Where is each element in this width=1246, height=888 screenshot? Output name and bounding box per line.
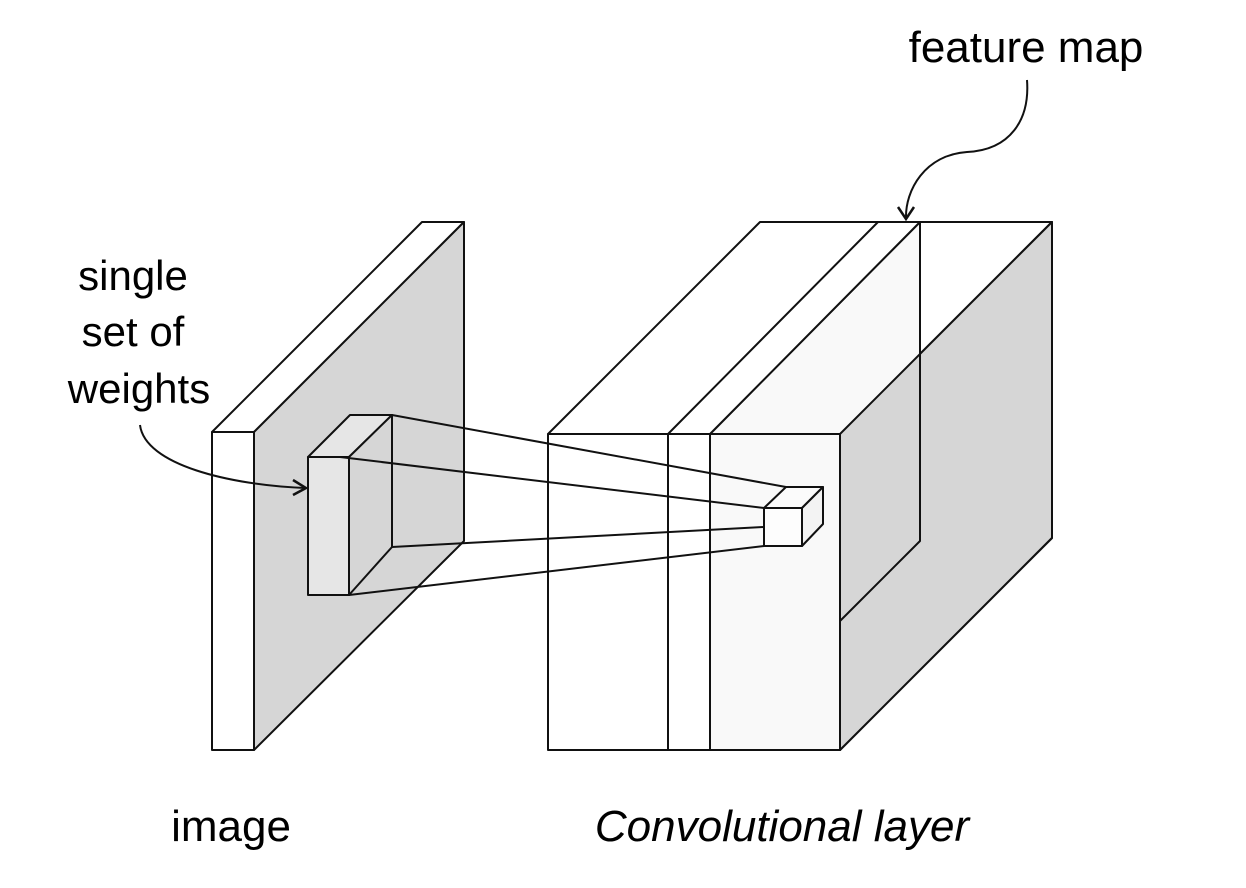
image-label: image <box>171 802 291 851</box>
conv-front-right-part <box>709 433 841 751</box>
neuron-front-face <box>763 507 803 547</box>
projection-line <box>391 414 787 488</box>
conv-layer-label: Convolutional layer <box>595 802 972 851</box>
feature-map-arrow <box>896 79 1029 222</box>
feature-map-label: feature map <box>909 23 1144 72</box>
projection-line <box>348 545 765 596</box>
neuron-cube <box>763 486 824 547</box>
feature-map-arrow-curve <box>904 79 1029 220</box>
image-slab-front-face <box>211 431 255 751</box>
projection-line <box>339 456 765 509</box>
receptive-field-lines <box>339 414 787 596</box>
feature-map-back-edge-visible <box>839 222 921 622</box>
feature-map-arrowhead-icon <box>896 206 916 222</box>
projection-line <box>391 526 765 548</box>
conv-side-face-overlay <box>841 223 1051 749</box>
weights-arrowhead-icon <box>292 478 309 497</box>
weights-label-line-1: single <box>78 252 188 299</box>
feature-map-front-face <box>667 433 711 751</box>
weights-arrow-curve <box>139 424 306 489</box>
weights-label-line-3: weights <box>67 365 210 412</box>
weights-arrow <box>139 424 309 497</box>
filter-front-face <box>307 456 350 596</box>
weights-label-line-2: set of <box>82 308 185 355</box>
